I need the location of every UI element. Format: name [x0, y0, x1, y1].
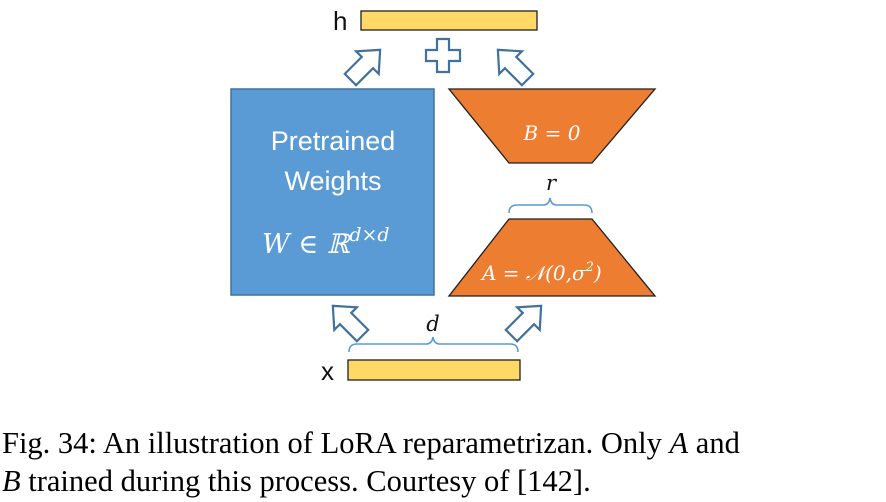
input-bar-x	[347, 359, 521, 381]
arrow-up-left-icon	[343, 48, 382, 87]
label-d: d	[426, 312, 439, 336]
weights-formula-main: W ∈ ℝ	[262, 229, 351, 260]
matrix-a-trapezoid	[447, 218, 657, 297]
arrow-input-left-icon	[331, 304, 370, 343]
arrow-input-right-icon	[504, 304, 543, 343]
caption-line1-suffix: and	[688, 426, 740, 460]
pretrained-weights-block	[230, 88, 435, 296]
matrix-a-label-sup: 2	[585, 260, 594, 275]
matrix-a-label: A = 𝒩(0,σ2)	[480, 260, 602, 285]
matrix-b-trapezoid	[447, 88, 657, 164]
caption-var-a: A	[669, 426, 689, 460]
matrix-a-label-main: A = 𝒩(0,σ	[480, 261, 587, 285]
dimension-brace	[348, 336, 519, 353]
output-bar-h	[360, 10, 538, 31]
weights-formula-sup: d×d	[349, 224, 389, 246]
caption-var-b: B	[2, 464, 21, 498]
matrix-b-label: B = 0	[523, 121, 581, 145]
plus-icon	[424, 37, 462, 74]
caption-line2-suffix: trained during this process. Courtesy of…	[20, 464, 591, 498]
label-h: h	[333, 6, 347, 36]
label-r: r	[546, 171, 558, 195]
rank-brace	[508, 197, 593, 214]
pretrained-weights-line2: Weights	[284, 166, 381, 196]
caption-line1-prefix: Fig. 34: An illustration of LoRA reparam…	[2, 426, 670, 460]
lora-diagram: h Pretrained Weights W ∈ ℝd×d B = 0 r A …	[230, 6, 657, 386]
label-x: x	[321, 356, 334, 386]
figure-caption: Fig. 34: An illustration of LoRA reparam…	[2, 424, 884, 500]
arrow-up-right-icon	[496, 48, 535, 87]
pretrained-weights-line1: Pretrained	[271, 126, 396, 156]
matrix-a-label-close: )	[593, 261, 602, 285]
weights-formula: W ∈ ℝd×d	[262, 224, 390, 260]
